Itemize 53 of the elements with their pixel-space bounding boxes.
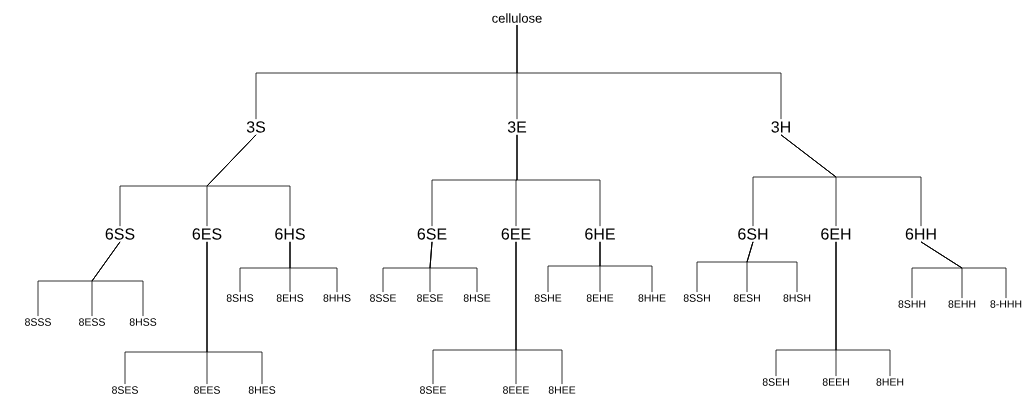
node-label: 8EEE [503, 386, 529, 394]
tree-branch-line [515, 241, 563, 385]
node-label: 8HHE [638, 294, 666, 302]
node-label: 8SSS [25, 318, 51, 326]
node-label: 6SH [738, 228, 768, 240]
node-label: 6EH [821, 228, 851, 240]
node-label: 6SS [105, 228, 135, 240]
node-label: 8ESS [79, 318, 105, 326]
node-label: 8SEH [762, 378, 789, 386]
node-label: 8ESE [417, 294, 443, 302]
node-label: 6HS [275, 228, 305, 240]
node-label: 8SSH [683, 294, 710, 302]
node-label: 3H [771, 121, 790, 133]
node-label: 6HH [905, 228, 936, 240]
node-label: 6ES [192, 228, 222, 240]
node-label: 8SHE [534, 294, 562, 302]
node-label: 8HES [248, 386, 276, 394]
tree-branch-line [780, 134, 922, 227]
node-label: 6SE [417, 228, 447, 240]
tree-branch-line [206, 134, 291, 227]
node-label: 6EE [501, 228, 531, 240]
tree-branch-line [91, 241, 144, 317]
tree-branch-line [920, 241, 1007, 299]
tree-branch-line [289, 241, 338, 293]
tree-branch-line [429, 241, 478, 293]
node-label: 3S [246, 121, 266, 133]
node-label: 8EEH [822, 378, 849, 386]
tree-branch-line [206, 241, 263, 385]
node-label: 8-HHH [990, 300, 1022, 308]
node-label: 8SEE [420, 386, 446, 394]
node-label: 3E [507, 121, 527, 133]
node-label: 8SES [112, 386, 138, 394]
node-label: cellulose [492, 13, 542, 23]
tree-branch-line [516, 24, 782, 120]
node-label: 8HEH [876, 378, 904, 386]
node-label: 8SSE [370, 294, 396, 302]
node-label: 8EHS [276, 294, 304, 302]
node-label: 8EES [194, 386, 220, 394]
node-label: 8SHH [898, 300, 926, 308]
node-label: 8EHE [586, 294, 614, 302]
node-label: 8SHS [226, 294, 254, 302]
tree-branch-line [599, 241, 653, 293]
node-label: 8EHH [948, 300, 976, 308]
node-label: 8HEE [548, 386, 576, 394]
tree-branch-line [746, 241, 798, 293]
tree-branch-line [835, 241, 891, 377]
node-label: 8HSE [463, 294, 491, 302]
node-label: 8HSS [129, 318, 157, 326]
tree-branch-line [516, 134, 601, 227]
node-label: 6HE [585, 228, 615, 240]
node-label: 8HHS [323, 294, 351, 302]
node-label: 8ESH [733, 294, 760, 302]
node-label: 8HSH [783, 294, 811, 302]
